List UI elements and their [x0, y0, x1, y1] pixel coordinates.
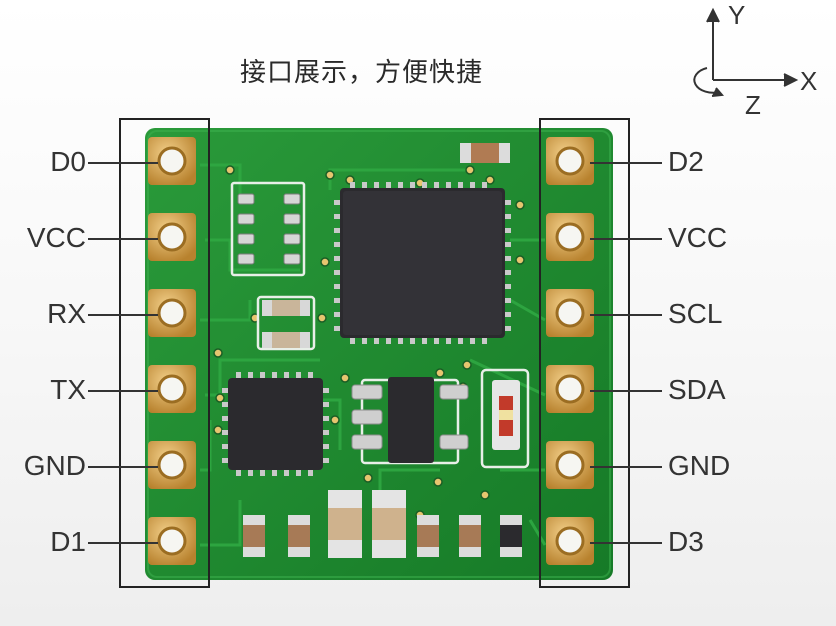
left-pin-label: GND [23, 450, 86, 481]
right-pin-label: D2 [668, 146, 704, 177]
pin-leader-line [88, 238, 158, 240]
pin-leader-line [590, 466, 662, 468]
left-pin-label: TX [50, 374, 86, 405]
right-pin-label: SDA [668, 374, 726, 405]
x-axis-label: X [800, 66, 818, 96]
axis-indicator-icon [693, 7, 799, 97]
pin-leader-line [88, 162, 158, 164]
pin-leader-line [590, 542, 662, 544]
regulator-chip [351, 377, 469, 463]
left-pin-label: D1 [50, 526, 86, 557]
pin-leader-line [88, 390, 158, 392]
left-pin-label: D0 [50, 146, 86, 177]
right-pin-label: SCL [668, 298, 723, 329]
secondary-chip [222, 372, 329, 476]
z-axis-label: Z [745, 90, 761, 120]
pin-leader-line [590, 238, 662, 240]
pin-leader-line [88, 314, 158, 316]
pin-leader-line [88, 542, 158, 544]
page-title: 接口展示，方便快捷 [240, 58, 484, 88]
left-header-pads [148, 137, 196, 565]
right-pin-label: D3 [668, 526, 704, 557]
right-pin-label: VCC [668, 222, 728, 253]
led [492, 380, 520, 450]
right-header-pads [546, 137, 594, 565]
y-axis-label: Y [728, 0, 746, 30]
left-header-outline [119, 118, 210, 588]
pin-leader-line [590, 314, 662, 316]
right-header-outline [539, 118, 630, 588]
right-pin-label: GND [668, 450, 731, 481]
pin-leader-line [88, 466, 158, 468]
left-pin-label: VCC [26, 222, 86, 253]
pin-leader-line [590, 162, 662, 164]
main-chip [340, 188, 505, 338]
pin-leader-line [590, 390, 662, 392]
left-pin-label: RX [47, 298, 86, 329]
